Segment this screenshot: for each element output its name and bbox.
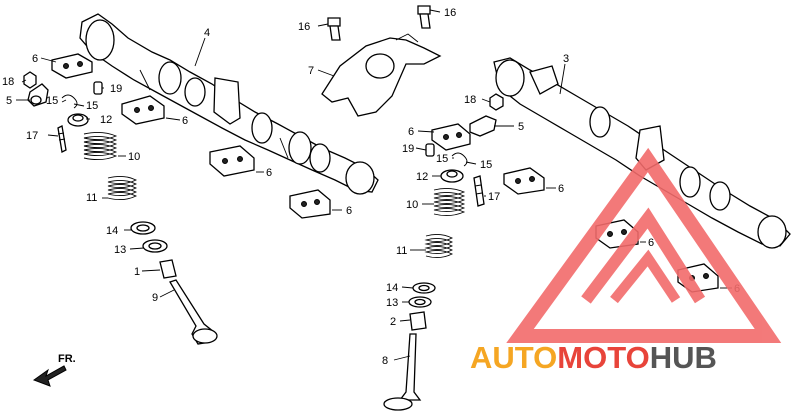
callout-19: 19 (110, 83, 122, 95)
callout-11: 11 (86, 192, 97, 204)
bolt-17-left (57, 125, 67, 153)
svg-text:AUTOMOTOHUB: AUTOMOTOHUB (470, 340, 717, 375)
watermark-logo (506, 147, 782, 343)
clip-15-left (61, 94, 78, 109)
spring-seat-14-right (412, 282, 436, 294)
callout-7: 7 (308, 65, 314, 77)
pin-19-right (425, 143, 435, 157)
callout-6: 6 (648, 237, 654, 249)
bolt-17-right (473, 175, 485, 207)
nut-18-right (489, 93, 504, 111)
watermark-text: AUTOMOTOHUB (470, 340, 717, 375)
callout-12: 12 (416, 171, 428, 183)
outer-spring-10-left (83, 131, 118, 161)
front-direction-arrow: FR. (32, 353, 76, 387)
inner-spring-11-left (107, 175, 138, 201)
callout-6: 6 (346, 205, 352, 217)
callout-14: 14 (386, 282, 398, 294)
callout-1: 1 (134, 266, 140, 278)
callout-18: 18 (464, 94, 476, 106)
callout-15: 15 (86, 100, 98, 112)
valve-9 (169, 279, 218, 345)
outer-spring-10-right (433, 187, 466, 217)
callout-10: 10 (406, 199, 418, 211)
callout-19: 19 (402, 143, 414, 155)
callout-12: 12 (100, 114, 112, 126)
bracket-6-mid-left (121, 95, 165, 125)
bracket-6-bottom-left (289, 189, 331, 219)
callout-4: 4 (204, 27, 210, 39)
camshaft-right (493, 57, 791, 249)
callout-6: 6 (558, 183, 564, 195)
callout-15: 15 (46, 95, 58, 107)
callout-9: 9 (152, 292, 158, 304)
watermark-moto: MOTO (557, 340, 649, 375)
inner-spring-11-right (424, 233, 454, 259)
valve-retainer-12-right (440, 169, 464, 183)
watermark-auto: AUTO (470, 340, 557, 375)
nut-18-left (23, 71, 37, 89)
camshaft-left (79, 13, 379, 195)
callout-18: 18 (2, 76, 14, 88)
rocker-arm-left (27, 83, 49, 107)
callout-5: 5 (6, 95, 12, 107)
bracket-6-top-right (431, 123, 471, 151)
callout-6: 6 (32, 53, 38, 65)
callout-15: 15 (480, 159, 492, 171)
callout-6: 6 (266, 167, 272, 179)
callout-16: 16 (444, 7, 456, 19)
bracket-6-top-left (51, 53, 93, 79)
callout-10: 10 (128, 151, 140, 163)
leader-lines (16, 9, 732, 361)
callout-14: 14 (106, 225, 118, 237)
bolt-16-right (417, 5, 431, 29)
valve-seal-1 (159, 259, 177, 279)
washer-13-right (408, 296, 432, 308)
front-direction-label: FR. (58, 353, 76, 365)
callout-13: 13 (114, 244, 126, 256)
valve-8 (383, 333, 422, 411)
callout-13: 13 (386, 297, 398, 309)
callout-15: 15 (436, 153, 448, 165)
callout-11: 11 (396, 245, 407, 257)
pin-19-left (93, 81, 103, 95)
callout-labels: 4 6 18 5 15 19 15 12 6 17 10 6 11 6 14 1… (2, 7, 740, 367)
washer-13-left (142, 239, 168, 253)
callout-17: 17 (26, 130, 38, 142)
callout-5: 5 (518, 121, 524, 133)
callout-2: 2 (390, 316, 396, 328)
callout-8: 8 (382, 355, 388, 367)
callout-6: 6 (182, 115, 188, 127)
bracket-6-mid-right (503, 167, 545, 195)
clip-15-right (451, 152, 468, 167)
rocker-arm-right (469, 115, 497, 137)
valve-retainer-12-left (67, 113, 89, 127)
spring-seat-14-left (130, 221, 156, 235)
callout-16: 16 (298, 21, 310, 33)
bracket-6-lower-left (209, 145, 255, 177)
callout-6: 6 (408, 126, 414, 138)
bolt-16-left (327, 17, 341, 41)
valve-seal-2 (409, 311, 427, 331)
watermark-hub: HUB (650, 340, 717, 375)
callout-3: 3 (563, 53, 569, 65)
callout-17: 17 (488, 191, 500, 203)
gasket-plate-7 (321, 33, 442, 117)
